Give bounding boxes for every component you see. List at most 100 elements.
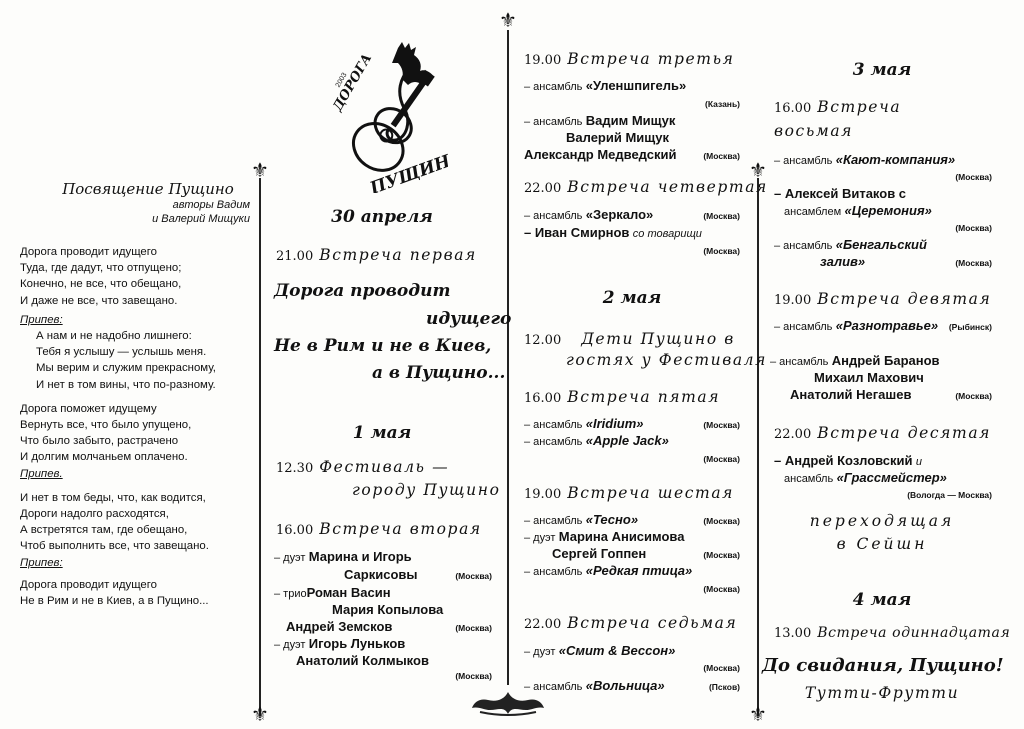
city-label: (Москва) <box>955 223 992 233</box>
event-6-row: – ансамбль «Тесно» <box>524 512 639 527</box>
day-heading-apr30: 30 апреля <box>331 207 433 227</box>
poem-authors: авторы Вадим и Валерий Мищуки <box>152 199 250 225</box>
city-label: (Москва) <box>955 391 992 401</box>
divider-right <box>757 178 759 716</box>
event-7-row: – ансамбль «Вольница» <box>524 678 665 693</box>
event-9-row: – ансамбль «Разнотравье» <box>774 318 939 333</box>
city-label: (Казань) <box>705 99 740 109</box>
event-6-row: – дуэт Марина Анисимова <box>524 529 685 544</box>
city-label: (Вологда — Москва) <box>907 490 992 500</box>
kids-title-2: гостях у Фестиваля <box>566 351 767 369</box>
poem-stanza-4: Дорога проводит идущего Не в Рим и не в … <box>20 578 209 608</box>
event-8-row: – ансамбль «Бенгальский <box>774 237 927 252</box>
event-3-row: Валерий Мищук <box>566 130 669 145</box>
city-label: (Москва) <box>455 623 492 633</box>
poem-stanza-3: И нет в том беды, что, как водится, Доро… <box>20 491 209 553</box>
event-2-row: – дуэт Марина и Игорь <box>274 549 412 564</box>
event-8-row: залив» <box>820 254 866 269</box>
event-6-row: Сергей Гоппен <box>552 546 647 561</box>
day-heading-may4: 4 мая <box>852 590 912 610</box>
city-label: (Москва) <box>703 584 740 594</box>
poem-stanza-2: Дорога поможет идущему Вернуть все, что … <box>20 402 192 464</box>
event-2-row: – триоРоман Васин <box>274 585 391 600</box>
event-4-row: – ансамбль «Зеркало» <box>524 207 654 222</box>
motto-line-4: а в Пущино... <box>372 363 506 383</box>
fleur-icon: ⚜ <box>749 158 767 182</box>
city-label: (Москва) <box>703 550 740 560</box>
fleur-icon: ⚜ <box>749 702 767 726</box>
motto-line-3: Не в Рим и не в Киев, <box>274 336 492 356</box>
festival-logo: ДОРОГА 2003 ПУЩИНО <box>328 38 467 199</box>
fleur-icon: ⚜ <box>251 702 269 726</box>
event-5-row: – ансамбль «Iridium» <box>524 416 644 431</box>
chorus-label-3: Припев: <box>20 556 63 569</box>
divider-middle <box>507 30 509 685</box>
event-8-row: – Алексей Витаков с <box>774 186 907 201</box>
event-2-row: Анатолий Колмыков <box>296 653 429 668</box>
city-label: (Москва) <box>703 663 740 673</box>
city-label: (Москва) <box>703 420 740 430</box>
event-8-title-2: восьмая <box>774 122 854 140</box>
motto-line-2: идущего <box>426 309 512 329</box>
event-2-row: Саркисовы <box>344 567 418 582</box>
farewell-text: До свидания, Пущино! <box>762 655 1004 676</box>
city-label: (Москва) <box>955 258 992 268</box>
day-heading-may1: 1 мая <box>352 423 412 443</box>
event-9-row: – ансамбль Андрей Баранов <box>770 353 940 368</box>
event-2-row: – дуэт Игорь Луньков <box>274 636 406 651</box>
event-10-row: – Андрей Козловский и <box>774 453 922 468</box>
day-heading-may2: 2 мая <box>602 288 662 308</box>
festival-title-2: городу Пущино <box>352 481 501 499</box>
poem-chorus: А нам и не надобно лишнего: Тебя я услыш… <box>36 330 216 391</box>
day-heading-may3: 3 мая <box>852 60 912 80</box>
poem-title: Посвящение Пущино <box>62 180 234 198</box>
event-3-row: – ансамбль Вадим Мищук <box>524 113 676 128</box>
event-10-row: ансамбль «Грассмейстер» <box>784 470 947 485</box>
ornament-icon <box>466 688 550 718</box>
event-3-row: Александр Медведский <box>524 147 677 162</box>
transition-line-1: переходящая <box>809 512 955 530</box>
fleur-icon: ⚜ <box>251 158 269 182</box>
motto-line-1: Дорога проводит <box>274 281 451 301</box>
poem-stanza-1: Дорога проводит идущего Туда, где дадут,… <box>20 246 182 307</box>
event-2-row: Андрей Земсков <box>286 619 393 634</box>
city-label: (Москва) <box>703 246 740 256</box>
event-8-row: ансамблем «Церемония» <box>784 203 932 218</box>
divider-left <box>259 178 261 716</box>
city-label: (Москва) <box>703 516 740 526</box>
city-label: (Рыбинск) <box>948 322 992 332</box>
event-9-row: Анатолий Негашев <box>790 387 912 402</box>
event-9-row: Михаил Махович <box>814 370 924 385</box>
event-6-row: – ансамбль «Редкая птица» <box>524 563 693 578</box>
poem-column: Посвящение Пущино авторы Вадим и Валерий… <box>20 180 250 609</box>
event-8-row: – ансамбль «Кают-компания» <box>774 152 956 167</box>
chorus-label-2: Припев. <box>20 467 63 480</box>
event-3-row: – ансамбль «Уленшпигель» <box>524 78 687 93</box>
event-7-row: – дуэт «Смит & Вессон» <box>524 643 676 658</box>
event-5-row: – ансамбль «Apple Jack» <box>524 433 669 448</box>
city-label: (Москва) <box>455 571 492 581</box>
city-label: (Москва) <box>703 211 740 221</box>
event-4-row: – Иван Смирнов со товарищи <box>524 225 702 240</box>
event-2-row: Мария Копылова <box>332 602 444 617</box>
city-label: (Москва) <box>703 454 740 464</box>
chorus-label: Припев: <box>20 313 63 326</box>
tutti-frutti-text: Тутти-Фрутти <box>804 684 960 702</box>
city-label: (Москва) <box>703 151 740 161</box>
city-label: (Псков) <box>708 682 740 692</box>
fleur-icon: ⚜ <box>499 8 517 32</box>
transition-line-2: в Сейшн <box>836 535 928 553</box>
